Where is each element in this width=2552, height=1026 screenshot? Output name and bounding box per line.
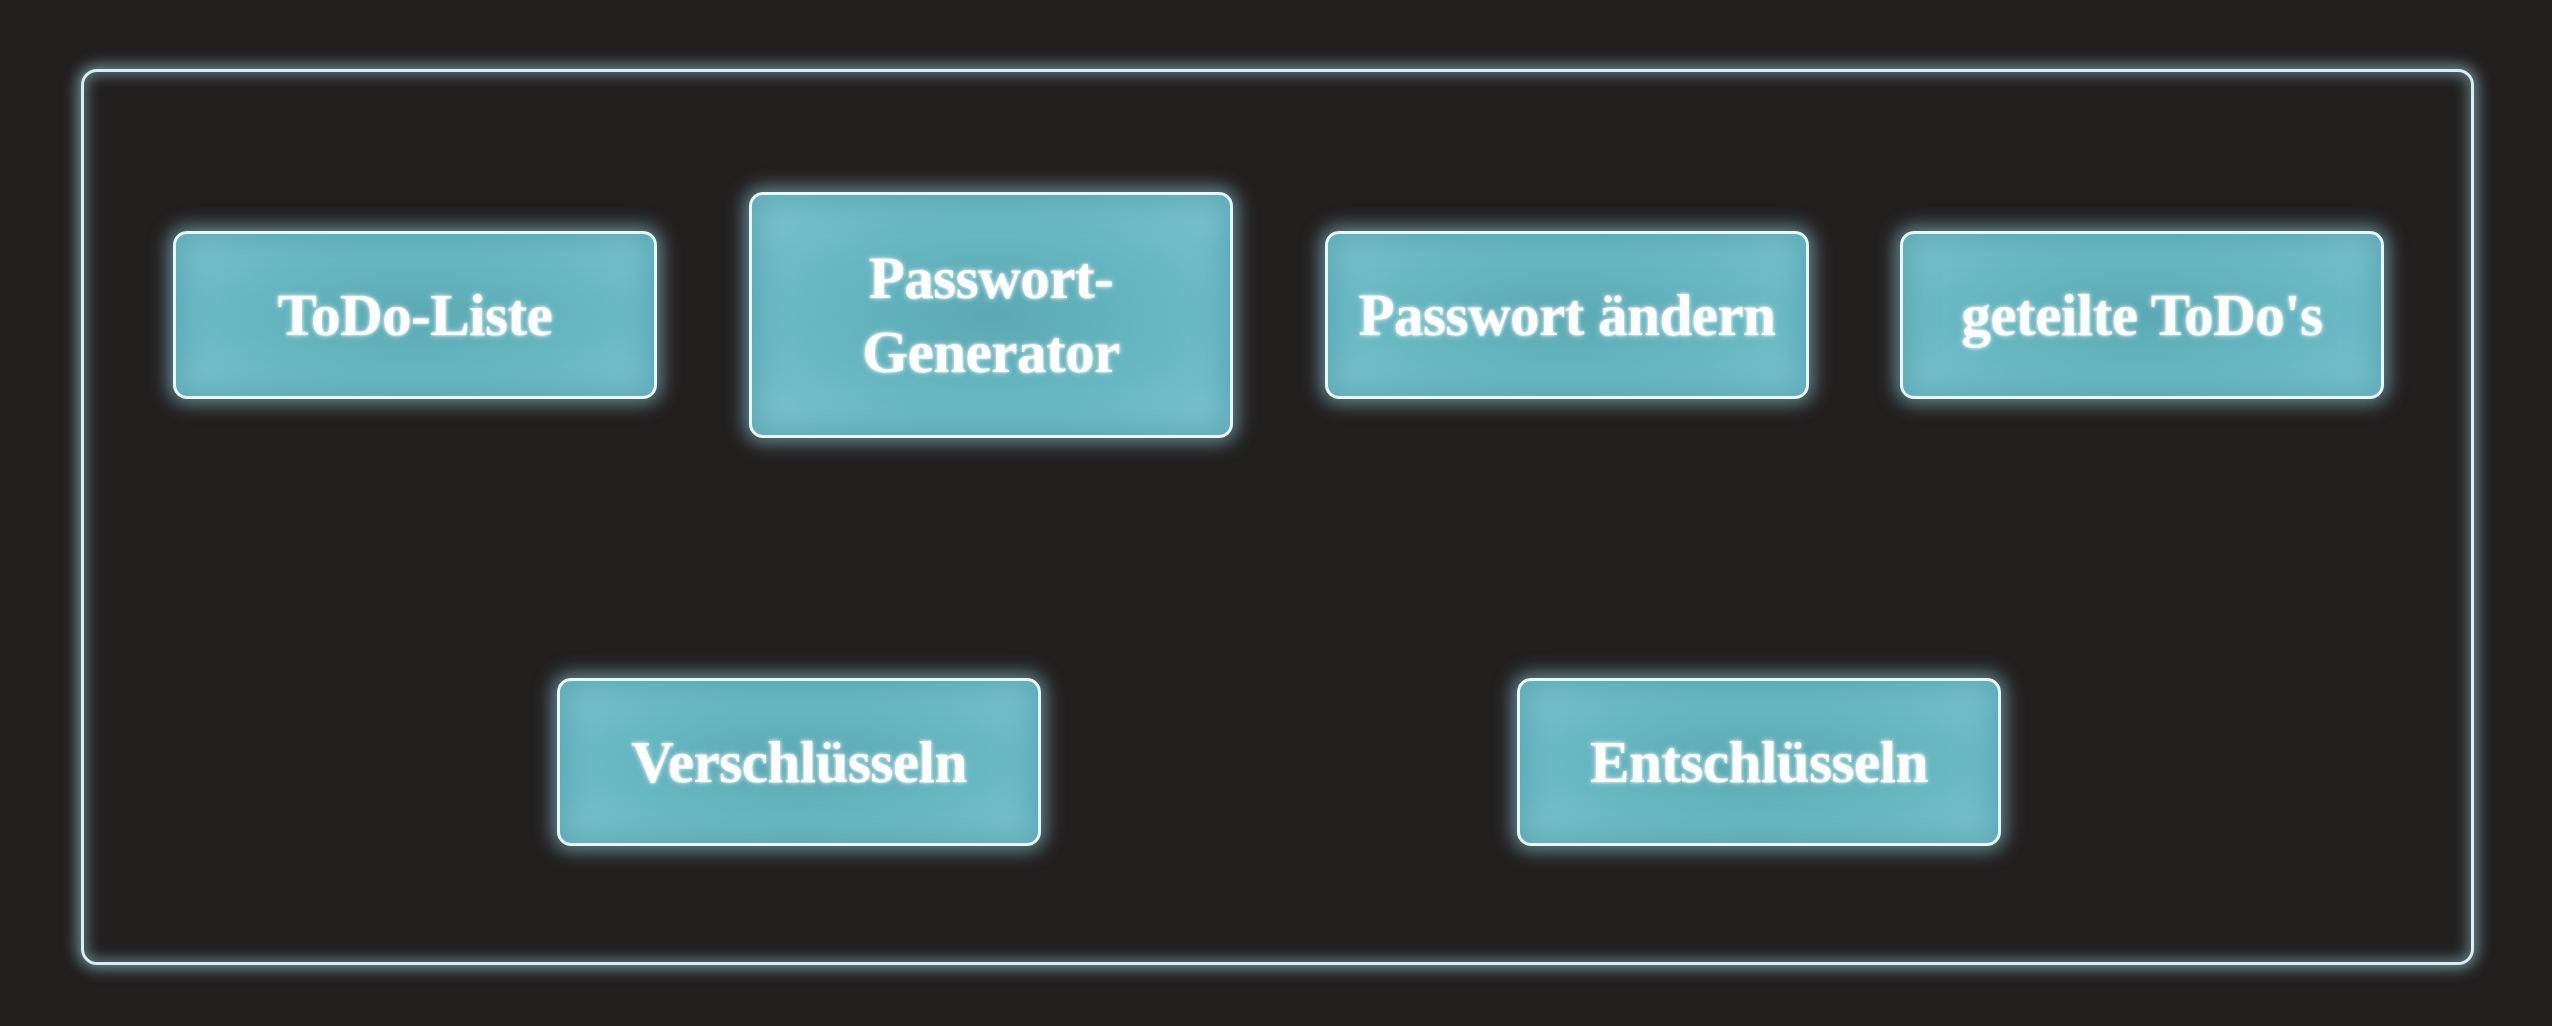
main-menu-panel [81, 69, 2474, 965]
shared-todos-button[interactable]: geteilte ToDo's [1900, 231, 2384, 399]
decrypt-button[interactable]: Entschlüsseln [1517, 678, 2001, 846]
change-password-button-label: Passwort ändern [1358, 282, 1776, 348]
password-generator-button[interactable]: Passwort- Generator [749, 192, 1233, 438]
encrypt-button[interactable]: Verschlüsseln [557, 678, 1041, 846]
todo-list-button-label: ToDo-Liste [277, 282, 553, 348]
encrypt-button-label: Verschlüsseln [631, 729, 967, 795]
password-generator-button-label: Passwort- Generator [854, 241, 1128, 389]
password-generator-label-line2: Generator [862, 319, 1120, 385]
todo-list-button[interactable]: ToDo-Liste [173, 231, 657, 399]
decrypt-button-label: Entschlüsseln [1590, 729, 1928, 795]
change-password-button[interactable]: Passwort ändern [1325, 231, 1809, 399]
shared-todos-button-label: geteilte ToDo's [1961, 282, 2323, 348]
password-generator-label-line1: Passwort- [868, 245, 1114, 311]
